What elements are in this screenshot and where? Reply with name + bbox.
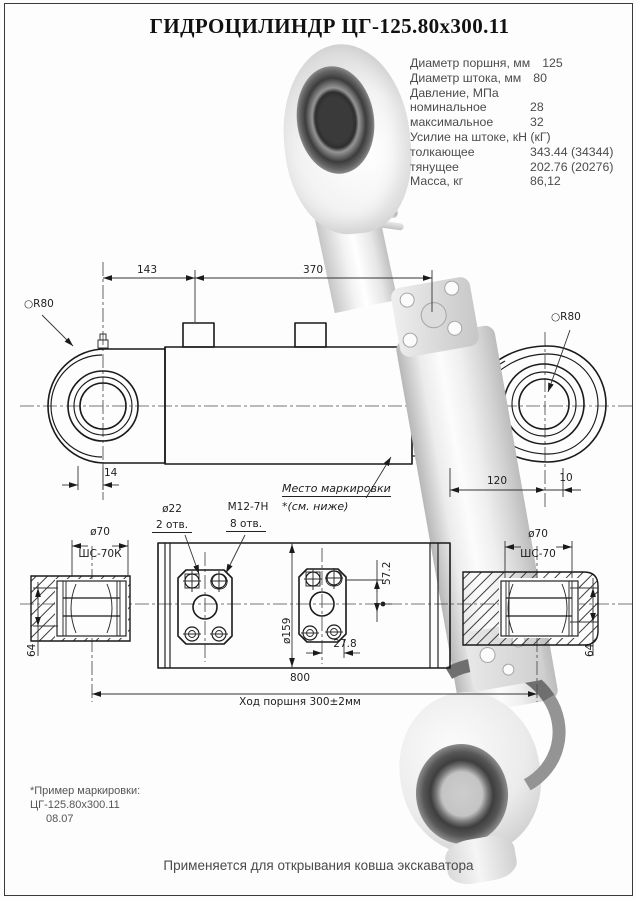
marking-example-date: 08.07 bbox=[46, 813, 74, 825]
dim-dia70-left: ø70 bbox=[90, 526, 110, 538]
label-marking-spot: Место маркировки bbox=[282, 482, 391, 497]
dim-120: 120 bbox=[486, 475, 508, 487]
dim-27-8: 27.8 bbox=[333, 638, 357, 650]
label-bearing-left: ШС-70К bbox=[78, 548, 122, 560]
dim-800: 800 bbox=[289, 672, 311, 684]
application-caption: Применяется для открывания ковша экскава… bbox=[163, 858, 474, 873]
dim-dia70-right: ø70 bbox=[528, 528, 548, 540]
label-see-below: *(см. ниже) bbox=[282, 500, 349, 513]
dim-64-left: 64 bbox=[26, 643, 38, 657]
dim-57-2: 57.2 bbox=[381, 561, 393, 585]
spec-row: Давление, МПа bbox=[410, 85, 499, 100]
label-piston-stroke: Ход поршня 300±2мм bbox=[239, 696, 361, 708]
label-sphere-r80-right: ○R80 bbox=[551, 311, 581, 323]
marking-example: *Пример маркировки: ЦГ-125.80х300.11 08.… bbox=[30, 784, 140, 826]
dim-64-right: 64 bbox=[584, 643, 596, 657]
dim-dia159: ø159 bbox=[281, 617, 293, 644]
dim-10: 10 bbox=[559, 472, 573, 484]
marking-example-value: ЦГ-125.80х300.11 bbox=[30, 799, 120, 811]
dim-143: 143 bbox=[136, 264, 158, 276]
dim-thread-m12: М12-7Н bbox=[227, 501, 269, 513]
dim-14: 14 bbox=[104, 467, 118, 479]
label-bearing-right: ШС-70 bbox=[520, 548, 556, 560]
dim-dia22: ø22 bbox=[162, 503, 182, 515]
marking-example-title: *Пример маркировки: bbox=[30, 785, 141, 797]
label-2-holes: 2 отв. bbox=[152, 519, 192, 533]
spec-row: Усилие на штоке, кН (кГ) bbox=[410, 129, 551, 144]
page-title: ГИДРОЦИЛИНДР ЦГ-125.80х300.11 bbox=[149, 14, 510, 38]
dim-370: 370 bbox=[302, 264, 324, 276]
label-8-holes: 8 отв. bbox=[226, 518, 266, 532]
label-sphere-r80-left: ○R80 bbox=[24, 298, 54, 310]
